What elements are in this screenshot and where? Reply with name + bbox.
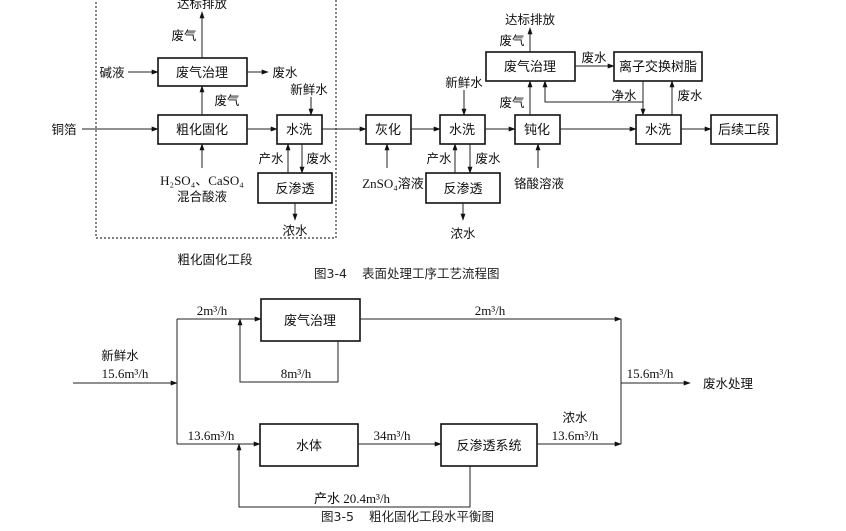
box-label: 后续工段	[718, 123, 770, 138]
box-subsequent-section: 后续工段	[710, 114, 778, 145]
box-label: 水洗	[449, 123, 475, 138]
label-wastewater-to-ion: 废水	[581, 50, 607, 65]
label-acid-formula: H₂SO₄、CaSO₄	[160, 173, 244, 188]
figure-3-5: 废气治理 水体 反渗透系统 新鲜水 15.6m³/h 2m³/h	[73, 298, 753, 524]
box-roughening-curing: 粗化固化	[157, 114, 248, 145]
label-wastewater-2: 废水	[475, 151, 501, 166]
label-concentrate-1: 浓水	[282, 223, 308, 238]
box-label: 离子交换树脂	[619, 59, 697, 75]
label-fresh-water-flow: 15.6m³/h	[102, 366, 149, 381]
label-to-water-body-flow: 13.6m³/h	[188, 428, 235, 443]
figure-3-4: 废气治理 粗化固化 水洗 反渗透 灰化 水洗 反渗透 钝化	[51, 0, 778, 281]
label-wastewater-treatment: 废水处理	[703, 376, 754, 391]
label-exhaust-out-flow: 2m³/h	[475, 303, 506, 318]
label-acid-name: 混合酸液	[177, 189, 228, 204]
box-label: 水洗	[286, 123, 312, 138]
box-ashing: 灰化	[365, 114, 412, 145]
label-fresh-water: 新鲜水	[101, 348, 139, 363]
label-concentrate-2: 浓水	[450, 226, 476, 241]
label-exhaust-gas-up-1: 废气	[171, 28, 197, 43]
label-water-body-out-flow: 34m³/h	[373, 428, 411, 443]
box-label: 反渗透	[275, 182, 314, 197]
box-label: 废气治理	[504, 59, 556, 75]
label-total-out-flow: 15.6m³/h	[627, 366, 674, 381]
box-exhaust-treatment: 废气治理	[260, 298, 361, 342]
box-washing-1: 水洗	[276, 114, 323, 145]
arrow-clean-water-return	[542, 80, 643, 103]
roughening-section-boundary	[95, 0, 337, 239]
box-label: 反渗透	[443, 182, 482, 197]
label-concentrate: 浓水	[562, 410, 588, 425]
label-product-water-1: 产水	[258, 151, 284, 166]
box-label: 灰化	[375, 123, 401, 138]
labels-fig1: 达标排放 废气 碱液 废水 废气 新鲜水 铜箔 H₂SO₄、CaSO₄ 混合酸液…	[51, 0, 703, 267]
label-discharge-2: 达标排放	[505, 12, 556, 27]
label-wastewater-out-1: 废水	[272, 65, 298, 80]
label-section-name: 粗化固化工段	[177, 252, 252, 267]
label-exhaust-gas-1: 废气	[214, 93, 240, 108]
box-water-body: 水体	[259, 423, 359, 467]
caption-title: 粗化固化工段水平衡图	[369, 509, 494, 524]
box-washing-2: 水洗	[439, 114, 486, 145]
labels-fig2: 新鲜水 15.6m³/h 2m³/h 8m³/h 2m³/h 13.6m³/h …	[101, 303, 753, 506]
label-clean-water: 净水	[611, 88, 637, 103]
label-exhaust-recycle-flow: 8m³/h	[281, 366, 312, 381]
figure-3-5-caption: 图3-5 粗化固化工段水平衡图	[321, 509, 494, 524]
box-exhaust-treatment-1: 废气治理	[157, 57, 248, 87]
box-passivation: 钝化	[514, 114, 561, 145]
arrow-exhaust-recycle	[237, 318, 339, 383]
box-label: 废气治理	[284, 313, 336, 329]
label-fresh-water-1: 新鲜水	[290, 82, 328, 97]
box-label: 反渗透系统	[456, 439, 521, 454]
label-chromic-acid: 铬酸溶液	[514, 176, 565, 191]
flow-lines-fig1	[82, 11, 712, 221]
label-concentrate-flow: 13.6m³/h	[552, 428, 599, 443]
box-ro-system: 反渗透系统	[440, 423, 538, 467]
caption-title: 表面处理工序工艺流程图	[362, 266, 500, 281]
caption-number: 图3-5	[321, 509, 354, 524]
label-to-exhaust-flow: 2m³/h	[197, 303, 228, 318]
arrow-product-water-return	[236, 443, 471, 508]
box-label: 水体	[296, 439, 322, 454]
figure-3-4-caption: 图3-4 表面处理工序工艺流程图	[314, 266, 500, 281]
label-exhaust-gas-2: 废气	[499, 95, 525, 110]
box-reverse-osmosis-2: 反渗透	[425, 172, 501, 204]
box-washing-3: 水洗	[635, 114, 682, 145]
box-label: 粗化固化	[176, 123, 228, 138]
label-wastewater-1: 废水	[306, 151, 332, 166]
label-znso4: ZnSO₄溶液	[362, 176, 424, 191]
box-label: 水洗	[645, 123, 671, 138]
label-fresh-water-2: 新鲜水	[445, 75, 483, 90]
label-discharge-1: 达标排放	[177, 0, 228, 11]
box-label: 钝化	[524, 123, 550, 138]
box-label: 废气治理	[176, 65, 228, 81]
label-wastewater-3: 废水	[677, 88, 703, 103]
label-exhaust-gas-up-2: 废气	[499, 33, 525, 48]
flow-lines-fig2	[73, 316, 691, 508]
label-product-water-flow: 产水 20.4m³/h	[314, 491, 391, 506]
box-ion-exchange: 离子交换树脂	[613, 51, 703, 82]
label-copper-foil: 铜箔	[51, 122, 76, 137]
label-alkali: 碱液	[99, 65, 125, 80]
label-product-water-2: 产水	[426, 151, 452, 166]
box-reverse-osmosis-1: 反渗透	[257, 172, 333, 204]
caption-number: 图3-4	[314, 266, 347, 281]
box-exhaust-treatment-2: 废气治理	[485, 51, 576, 82]
